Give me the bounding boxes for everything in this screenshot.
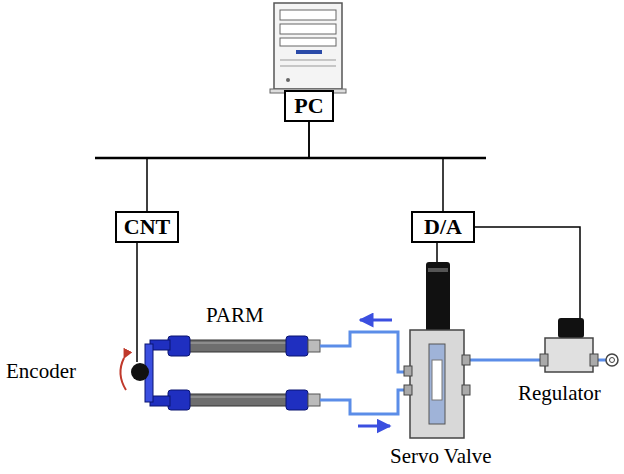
process-box: CNT xyxy=(115,211,179,243)
bus-connector xyxy=(309,122,443,211)
encoder-disc xyxy=(131,363,149,381)
part-label: PARM xyxy=(206,304,264,327)
rotation-arrow xyxy=(120,358,126,390)
signal-wire xyxy=(137,227,580,362)
process-box: PC xyxy=(284,90,334,122)
part-label: Encoder xyxy=(6,360,76,383)
part-label: Servo Valve xyxy=(390,445,492,468)
box-label: PC xyxy=(292,94,326,118)
process-box: D/A xyxy=(411,211,475,243)
parm-actuator xyxy=(145,336,320,410)
bus-connector xyxy=(147,122,309,211)
pc-tower xyxy=(270,3,346,93)
regulator xyxy=(540,318,618,372)
box-label: CNT xyxy=(123,215,171,239)
box-label: D/A xyxy=(419,215,467,239)
flow-arrow xyxy=(360,319,392,322)
servo-valve xyxy=(404,262,470,438)
flow-arrow xyxy=(358,425,390,428)
part-label: Regulator xyxy=(518,382,601,405)
